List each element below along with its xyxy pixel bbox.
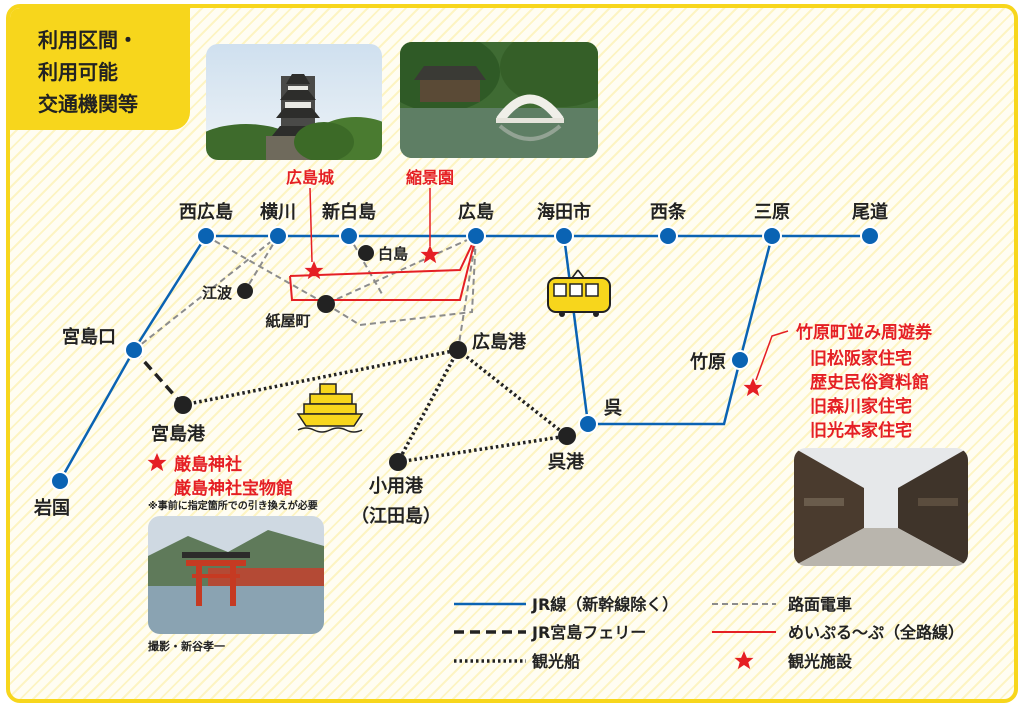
leader-lines	[309, 187, 789, 381]
hiroshima-castle-photo	[206, 44, 382, 160]
station-label-onomichi: 尾道	[852, 201, 888, 223]
jr-station-dots	[50, 226, 880, 491]
streetcar-route	[133, 235, 476, 351]
legend-label-jr: JR線（新幹線除く）	[531, 595, 678, 614]
leader-line	[755, 330, 789, 381]
miyajima-torii-photo	[148, 516, 324, 634]
station-label-shinhakushima: 新白島	[322, 201, 376, 223]
station-dot-hiroshima[interactable]	[466, 226, 486, 246]
spot-label-takehara-ticket: 竹原町並み周遊券	[795, 322, 933, 343]
sightseeing-boat-routes	[182, 348, 569, 464]
legend-label-attraction: 観光施設	[788, 652, 853, 671]
boat-route	[396, 349, 460, 463]
spot-label-shukkeien: 縮景園	[406, 168, 454, 187]
header-title-line: 利用可能	[38, 60, 118, 84]
port-label-hiroshima: 広島港	[472, 331, 527, 353]
station-dot-takehara[interactable]	[730, 350, 750, 370]
station-dot-nishihiroshima[interactable]	[196, 226, 216, 246]
shukkeien-photo	[400, 42, 598, 158]
spot-label-takehara-item: 旧松阪家住宅	[810, 348, 912, 369]
exchange-note: ※事前に指定箇所での引き換えが必要	[148, 499, 318, 512]
station-label-miyajimaguchi: 宮島口	[62, 326, 116, 348]
station-label-yokogawa: 横川	[260, 201, 296, 223]
leader-line	[309, 187, 313, 263]
streetcar-icon	[547, 269, 611, 317]
streetcar-lines	[133, 235, 477, 351]
station-label-takehara: 竹原	[689, 351, 726, 373]
streetcar-route	[205, 235, 477, 306]
station-label-hiroshima: 広島	[458, 201, 494, 223]
spot-label-takehara-item: 旧光本家住宅	[810, 420, 912, 441]
ferry-icon	[296, 383, 364, 433]
jr-kure-line	[562, 235, 774, 426]
stop-dot-hakushima[interactable]	[358, 245, 374, 261]
jr-miyajima-ferry	[132, 348, 185, 407]
stop-label-eba: 江波	[202, 284, 233, 302]
port-dot-miyajima[interactable]	[174, 396, 192, 414]
streetcar-route	[244, 235, 279, 292]
star-icon	[420, 245, 440, 264]
port-dot-hiroshima[interactable]	[449, 341, 467, 359]
port-label-kure: 呉港	[548, 452, 585, 473]
boat-route	[456, 348, 569, 438]
station-label-saijo: 西条	[650, 201, 687, 223]
station-dot-onomichi[interactable]	[860, 226, 880, 246]
streetcar-route	[348, 235, 383, 295]
star-icon	[304, 261, 324, 280]
stop-label-hakushima: 白島	[378, 245, 408, 263]
star-icon	[743, 378, 763, 397]
photo-credit: 撮影・新谷孝一	[148, 639, 225, 653]
legend-label-ferry: JR宮島フェリー	[531, 623, 646, 642]
meipuru-route	[289, 235, 477, 301]
stop-dot-eba[interactable]	[237, 283, 253, 299]
port-dot-koyo[interactable]	[389, 453, 407, 471]
station-dot-saijo[interactable]	[658, 226, 678, 246]
station-dot-mihara[interactable]	[762, 226, 782, 246]
station-dot-shinhakushima[interactable]	[339, 226, 359, 246]
station-dot-kure[interactable]	[578, 414, 598, 434]
station-label-nishihiroshima: 西広島	[179, 201, 233, 223]
header-title: 利用区間・ 利用可能 交通機関等	[38, 24, 138, 120]
header-title-line: 利用区間・	[38, 28, 138, 52]
spot-label-hiroshima-castle: 広島城	[286, 168, 334, 187]
legend-label-streetcar: 路面電車	[788, 595, 852, 614]
spot-label-itsukushima: 厳島神社	[174, 454, 242, 475]
legend: JR線（新幹線除く） JR宮島フェリー 観光船 路面電車 めいぷる〜ぷ（全路線）…	[454, 595, 964, 671]
spot-label-takehara-item: 歴史民俗資料館	[810, 372, 929, 393]
station-dot-yokogawa[interactable]	[268, 226, 288, 246]
stop-dot-kamiyacho[interactable]	[317, 295, 335, 313]
legend-label-boat: 観光船	[532, 652, 580, 671]
station-dot-kaitaichi[interactable]	[554, 226, 574, 246]
station-label-kure: 呉	[604, 398, 622, 419]
meipuru-route	[289, 235, 477, 277]
station-label-kaitaichi: 海田市	[537, 201, 591, 223]
takehara-street-photo	[794, 448, 968, 566]
legend-star-icon	[734, 651, 754, 670]
port-dot-kure[interactable]	[558, 427, 576, 445]
port-label-koyo: 小用港	[369, 476, 424, 497]
boat-route	[397, 434, 568, 464]
meipuru-loop	[289, 235, 477, 301]
streetcar-route	[325, 235, 477, 327]
port-label-koyo-sub: （江田島）	[351, 505, 441, 527]
attraction-stars	[147, 245, 763, 472]
spot-label-itsukushima-treasure: 厳島神社宝物館	[174, 478, 293, 499]
spot-label-takehara-item: 旧森川家住宅	[810, 396, 912, 417]
station-label-mihara: 三原	[754, 202, 790, 223]
station-dot-iwakuni[interactable]	[50, 471, 70, 491]
port-label-miyajima: 宮島港	[151, 423, 206, 445]
legend-label-meipuru: めいぷる〜ぷ（全路線）	[788, 623, 964, 642]
stop-dots	[174, 245, 576, 471]
station-dot-miyajimaguchi[interactable]	[124, 340, 144, 360]
header-title-line: 交通機関等	[38, 92, 138, 116]
header-tab: 利用区間・ 利用可能 交通機関等	[10, 8, 190, 130]
station-label-iwakuni: 岩国	[33, 497, 70, 519]
stop-label-kamiyacho: 紙屋町	[265, 312, 310, 330]
star-icon	[147, 453, 167, 472]
